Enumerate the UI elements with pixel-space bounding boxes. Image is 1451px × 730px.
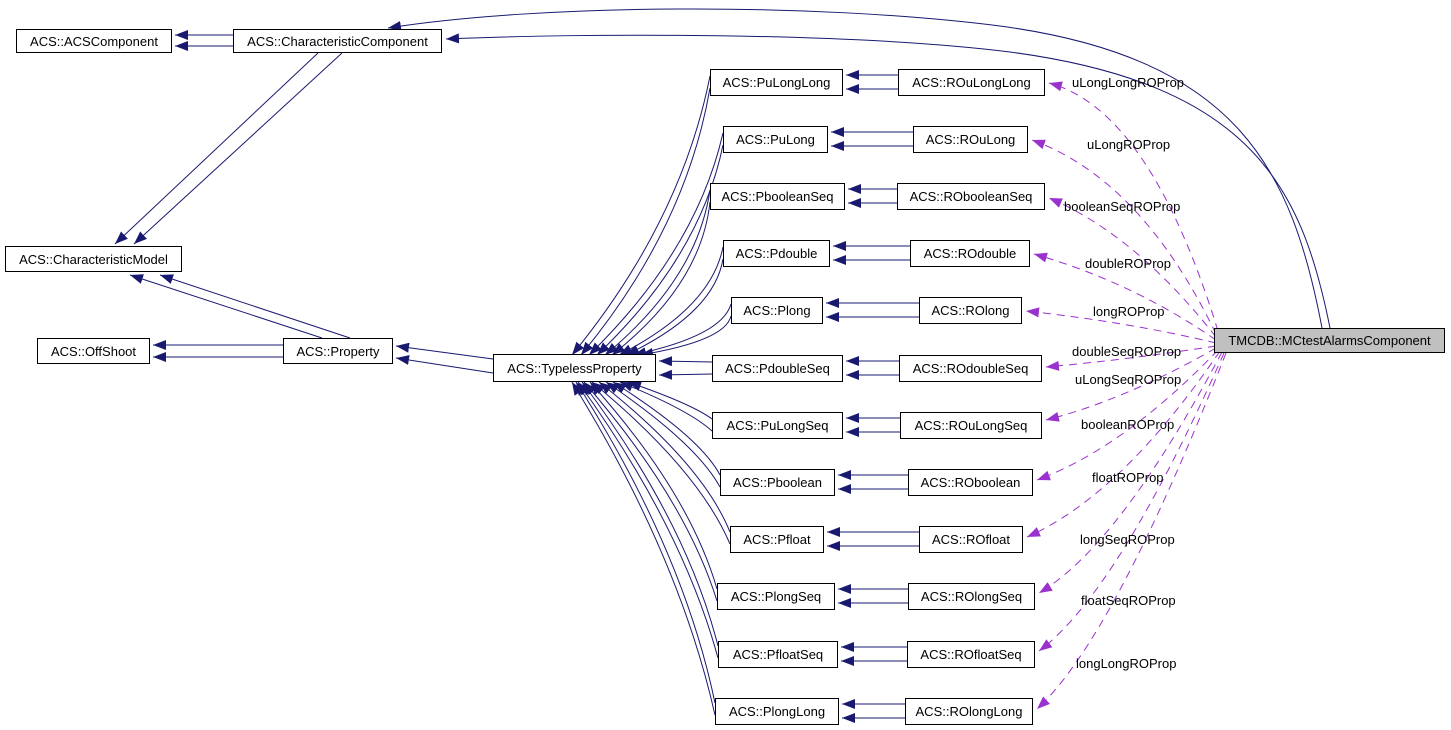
usage-edge (1036, 349, 1219, 481)
class-node-acs-roulongseq[interactable]: ACS::ROuLongSeq (900, 412, 1042, 439)
inheritance-edge (129, 274, 323, 339)
edge-label-booleanroprop: booleanROProp (1081, 417, 1175, 432)
usage-edge (1033, 252, 1217, 341)
class-node-tmcdb-mctestalarmscomponent: TMCDB::MCtestAlarmsComponent (1214, 328, 1445, 353)
class-node-acs-rofloat[interactable]: ACS::ROfloat (919, 526, 1023, 553)
inheritance-edge (577, 381, 719, 659)
class-node-acs-pfloatseq[interactable]: ACS::PfloatSeq (718, 641, 838, 668)
class-node-acs-rodoubleseq[interactable]: ACS::ROdoubleSeq (899, 355, 1042, 382)
class-node-acs-rolong[interactable]: ACS::ROlong (919, 297, 1022, 324)
inheritance-edge (571, 381, 716, 716)
inheritance-edge (596, 144, 724, 356)
class-node-acs-pbooleanseq[interactable]: ACS::PbooleanSeq (710, 183, 845, 210)
inheritance-edge (619, 381, 713, 432)
class-node-acs-rolonglong[interactable]: ACS::ROlongLong (905, 698, 1033, 725)
inheritance-edges (114, 8, 1331, 723)
class-node-acs-pdoubleseq[interactable]: ACS::PdoubleSeq (712, 355, 843, 382)
usage-edge (1045, 347, 1217, 422)
class-node-acs-pulonglong[interactable]: ACS::PuLongLong (710, 69, 843, 96)
inheritance-edge (618, 246, 724, 356)
class-node-acs-pulong[interactable]: ACS::PuLong (723, 126, 828, 153)
class-node-acs-roulong[interactable]: ACS::ROuLong (913, 126, 1028, 153)
edge-label-floatroprop: floatROProp (1092, 470, 1164, 485)
class-node-acs-robooleanseq[interactable]: ACS::RObooleanSeq (897, 183, 1045, 210)
inheritance-edge (632, 303, 732, 358)
inheritance-edge (395, 355, 494, 374)
inheritance-edge (611, 201, 711, 356)
edge-label-booleanseqroprop: booleanSeqROProp (1064, 199, 1181, 214)
usage-edge (1036, 352, 1227, 710)
inheritance-edge (581, 381, 719, 647)
usage-edge (1026, 350, 1221, 538)
edge-label-longseqroprop: longSeqROProp (1080, 532, 1175, 547)
class-node-acs-pdouble[interactable]: ACS::Pdouble (723, 240, 830, 267)
inheritance-edge (580, 87, 711, 356)
edge-label-ulonglongroprop: uLongLongROProp (1072, 75, 1185, 90)
class-node-acs-typelessproperty[interactable]: ACS::TypelessProperty (493, 354, 656, 382)
inheritance-edge (387, 8, 1323, 329)
usage-edge (1048, 81, 1219, 332)
inheritance-edge (658, 369, 713, 380)
class-node-acs-acscomponent[interactable]: ACS::ACSComponent (16, 29, 172, 53)
inheritance-edge (588, 132, 724, 356)
inheritance-edge (114, 52, 319, 245)
class-node-acs-characteristiccomponent[interactable]: ACS::CharacteristicComponent (233, 29, 442, 53)
inheritance-edge (591, 381, 731, 545)
inheritance-edge (395, 342, 494, 360)
inheritance-edge (612, 381, 721, 476)
usage-edge (1025, 307, 1217, 344)
inheritance-edge (583, 381, 718, 602)
usage-edge (1045, 345, 1217, 371)
class-node-acs-plonglong[interactable]: ACS::PlongLong (715, 698, 839, 725)
class-node-acs-pulongseq[interactable]: ACS::PuLongSeq (712, 412, 843, 439)
inheritance-edge (571, 75, 711, 356)
class-node-acs-rofloatseq[interactable]: ACS::ROfloatSeq (907, 641, 1035, 668)
class-node-acs-pboolean[interactable]: ACS::Pboolean (720, 469, 835, 496)
class-node-acs-property[interactable]: ACS::Property (283, 338, 393, 364)
inheritance-edge (589, 381, 718, 590)
usage-edge (1031, 139, 1217, 335)
class-node-acs-roulonglong[interactable]: ACS::ROuLongLong (898, 69, 1045, 96)
inheritance-edge (639, 315, 732, 358)
inheritance-edge (575, 381, 716, 704)
edge-label-doubleseqroprop: doubleSeqROProp (1072, 344, 1182, 359)
inheritance-edge (133, 52, 343, 245)
inheritance-edge (604, 189, 711, 356)
inheritance-edge (598, 381, 731, 533)
class-node-acs-roboolean[interactable]: ACS::ROboolean (908, 469, 1033, 496)
inheritance-edge (627, 381, 713, 420)
edge-label-longlongroprop: longLongROProp (1076, 656, 1177, 671)
edge-label-longroprop: longROProp (1093, 304, 1165, 319)
inheritance-edge (159, 274, 351, 339)
edge-label-doubleroprop: doubleROProp (1085, 256, 1171, 271)
class-node-acs-pfloat[interactable]: ACS::Pfloat (730, 526, 824, 553)
edge-label-ulongroprop: uLongROProp (1087, 137, 1171, 152)
inheritance-edge (445, 33, 1331, 329)
class-node-acs-rodouble[interactable]: ACS::ROdouble (910, 240, 1030, 267)
edge-label-floatseqroprop: floatSeqROProp (1081, 593, 1176, 608)
inheritance-edge (658, 356, 713, 367)
usage-edge (1048, 197, 1217, 338)
edge-label-ulongseqroprop: uLongSeqROProp (1075, 372, 1182, 387)
usage-edge (1038, 351, 1223, 594)
inheritance-edge (625, 258, 724, 356)
class-node-acs-plongseq[interactable]: ACS::PlongSeq (717, 583, 835, 610)
class-node-acs-rolongseq[interactable]: ACS::ROlongSeq (908, 583, 1035, 610)
usage-edge (1038, 352, 1225, 652)
class-node-acs-plong[interactable]: ACS::Plong (731, 297, 823, 324)
class-node-acs-characteristicmodel[interactable]: ACS::CharacteristicModel (5, 246, 182, 272)
inheritance-edge (605, 381, 721, 488)
usage-edges (1025, 81, 1227, 710)
class-node-acs-offshoot[interactable]: ACS::OffShoot (37, 338, 150, 364)
